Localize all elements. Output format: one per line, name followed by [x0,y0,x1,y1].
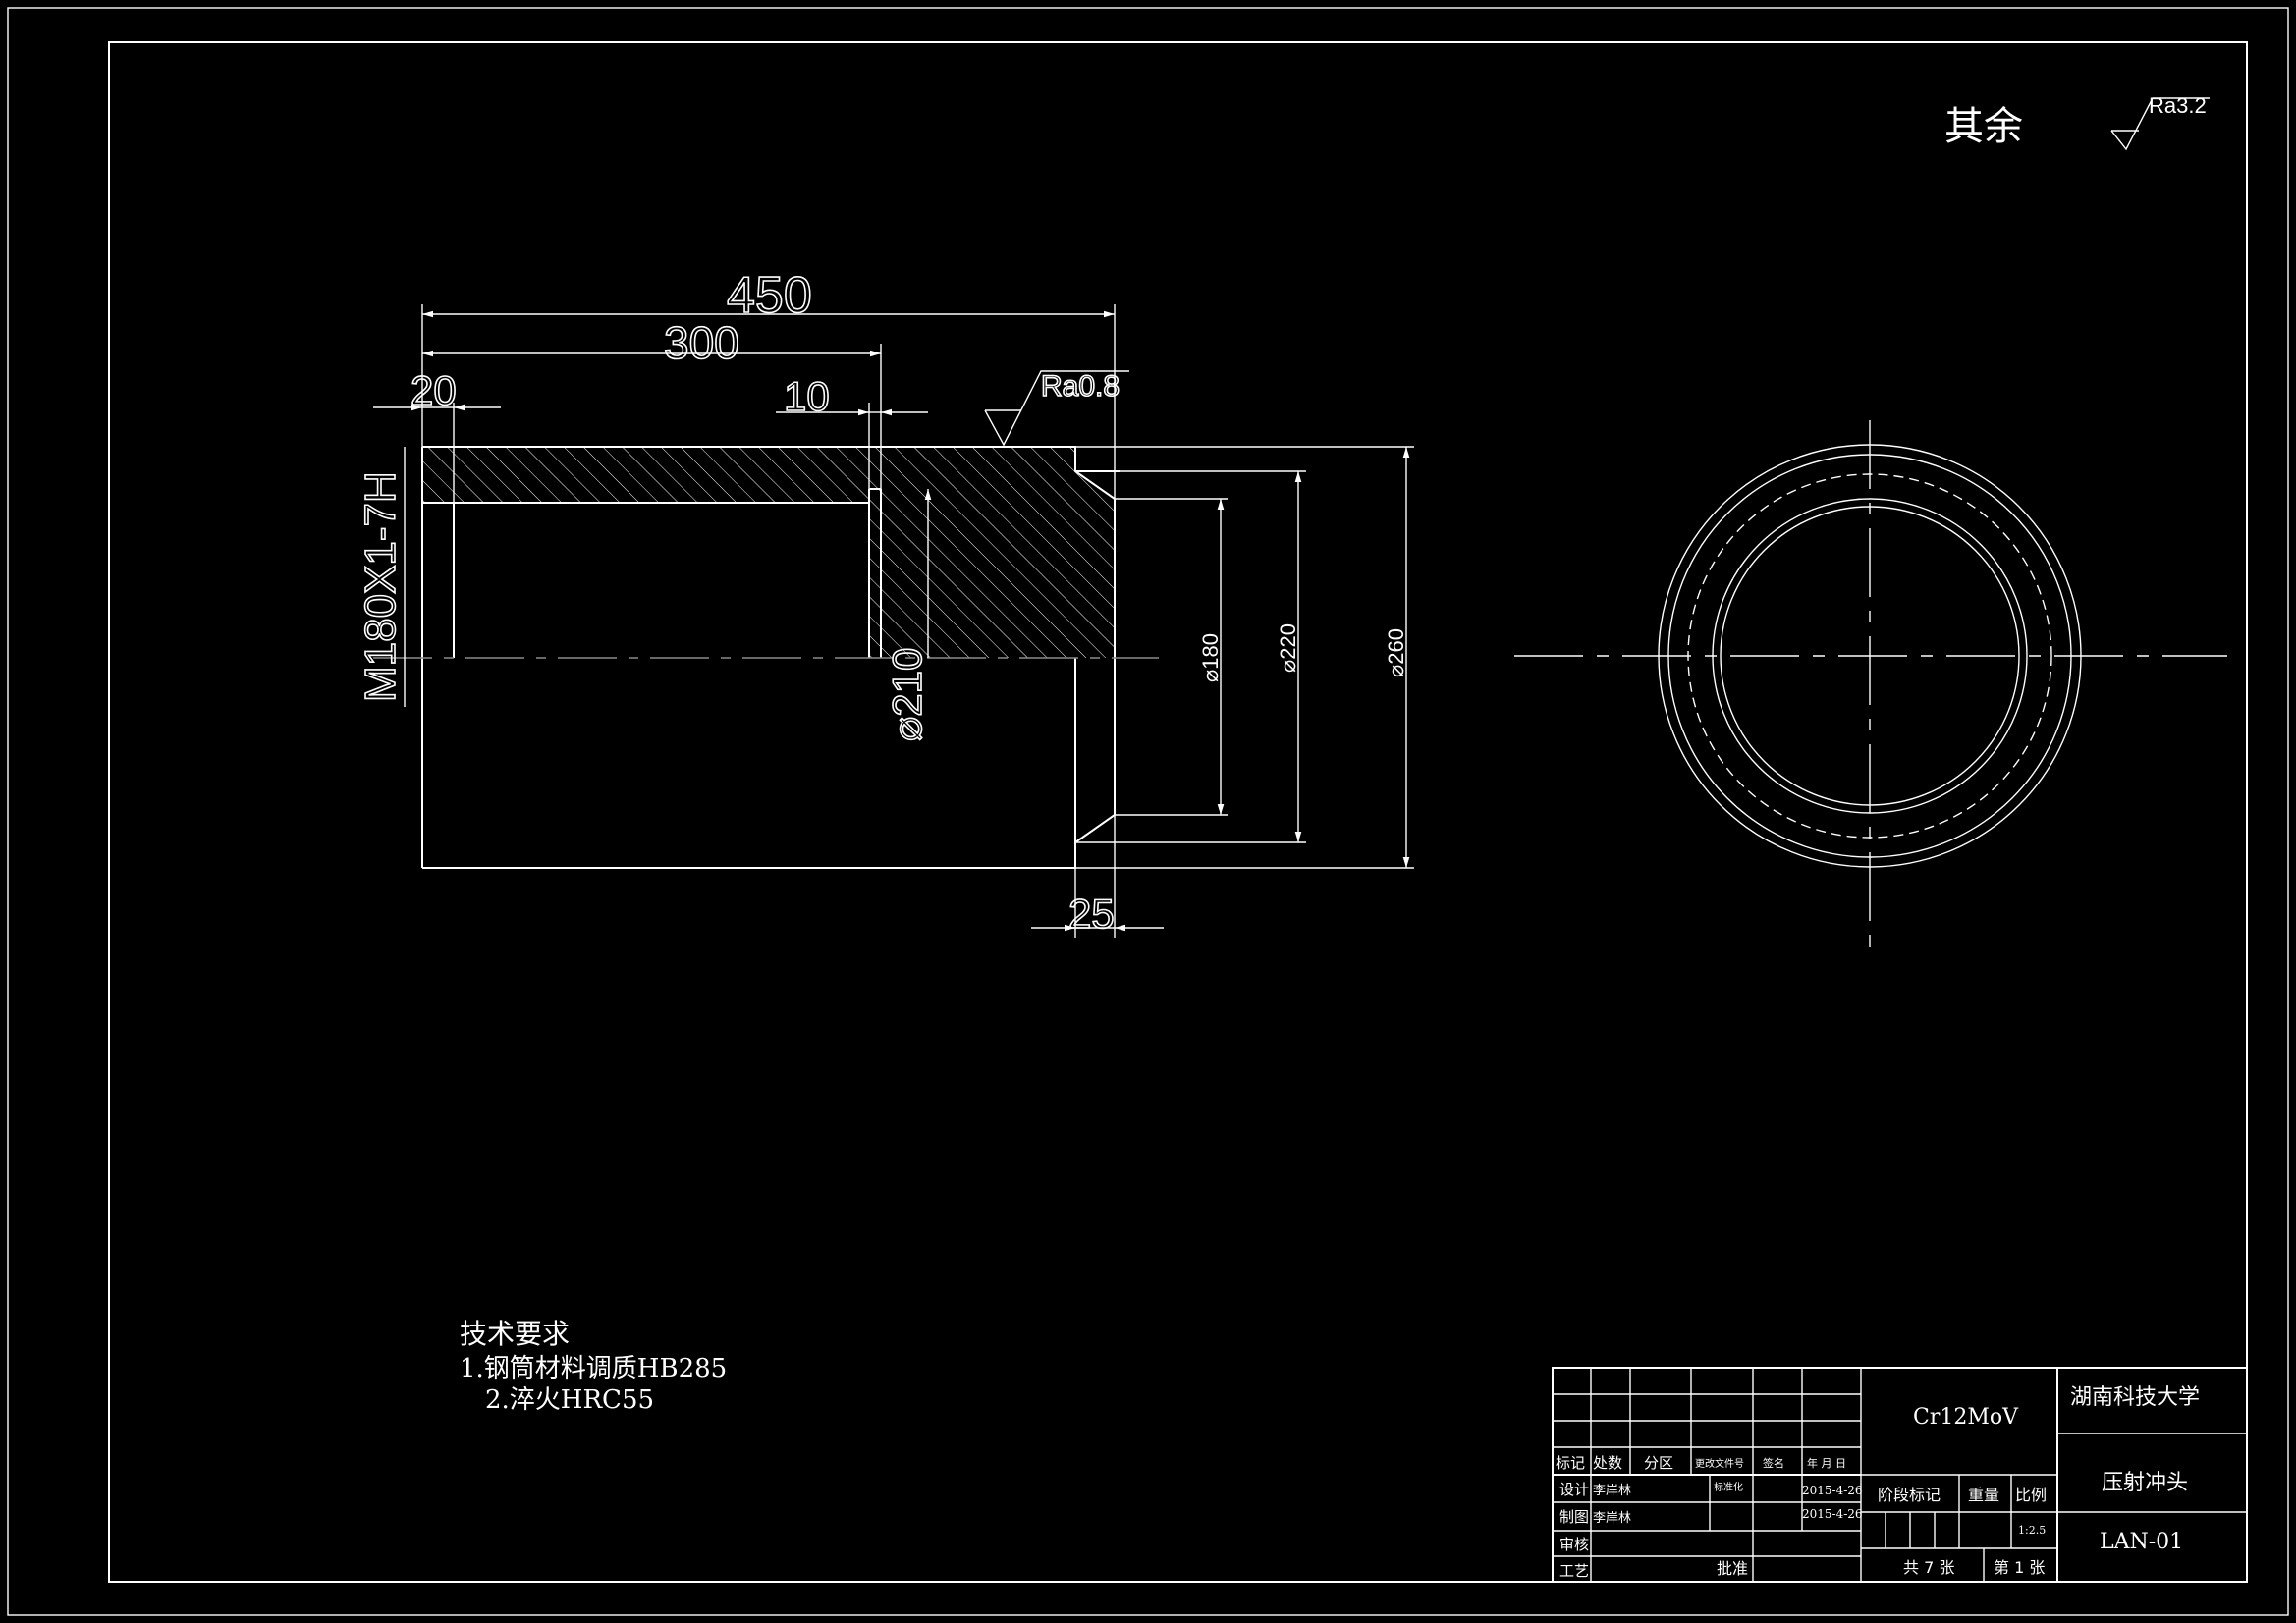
dim-dia-220: ⌀220 [1276,623,1300,673]
tech-item-1: 1.钢筒材料调质HB285 [460,1354,727,1383]
roughness-face: Ra0.8 [1041,370,1120,403]
part-name: 压射冲头 [2102,1471,2188,1495]
dim-dia-260: ⌀260 [1384,628,1408,677]
dim-dia-210: ⌀210 [884,648,930,741]
design-label: 设计 [1559,1481,1589,1498]
dim-25: 25 [1068,891,1115,937]
hatch-wall [422,447,869,503]
design-date: 2015-4-26 [1802,1484,1863,1497]
header-zone: 分区 [1644,1454,1673,1472]
sheet-border [7,7,2289,1616]
process-label: 工艺 [1559,1562,1589,1580]
tech-title: 技术要求 [460,1318,570,1350]
header-date: 年 月 日 [1807,1456,1846,1470]
scale-value: 1:2.5 [2018,1524,2046,1537]
dim-thread: M180X1-7H [356,471,405,702]
sheet-number: 第 1 张 [1994,1558,2045,1577]
review-label: 审核 [1559,1536,1589,1553]
header-change-doc: 更改文件号 [1695,1457,1744,1470]
dim-450: 450 [727,267,812,324]
rest-roughness-value: Ra3.2 [2149,93,2207,118]
title-block: Cr12MoV 湖南科技大学 压射冲头 LAN-01 标记 处数 分区 更改文件… [1552,1367,2248,1583]
header-mark: 标记 [1556,1454,1585,1472]
material: Cr12MoV [1913,1405,2019,1430]
standardize-label: 标准化 [1714,1481,1743,1493]
rest-label: 其余 [1944,104,2023,149]
dim-300: 300 [664,317,739,368]
dim-20: 20 [410,367,457,413]
section-view: 450 300 20 10 Ra0.8 M180X1-7H ⌀210 ⌀180 … [355,266,1414,938]
stage-label: 阶段标记 [1878,1486,1941,1504]
dim-dia-180: ⌀180 [1198,633,1223,682]
draw-date: 2015-4-26 [1802,1507,1863,1521]
end-view [1514,420,2227,957]
draw-name: 李岸林 [1593,1511,1631,1526]
dim-10: 10 [784,373,830,419]
scale-label: 比例 [2015,1486,2047,1504]
weight-label: 重量 [1968,1486,1999,1504]
header-count: 处数 [1593,1454,1622,1472]
general-roughness-note: 其余 Ra3.2 [1944,93,2210,151]
total-sheets: 共 7 张 [1903,1558,1954,1577]
hatch-head [869,447,1115,658]
draw-label: 制图 [1559,1508,1589,1526]
approve-label: 批准 [1717,1559,1748,1578]
header-sign: 签名 [1763,1456,1784,1470]
drawing-number: LAN-01 [2100,1530,2183,1554]
technical-requirements: 技术要求 1.钢筒材料调质HB285 2.淬火HRC55 [460,1318,727,1415]
university: 湖南科技大学 [2070,1385,2200,1410]
design-name: 李岸林 [1593,1484,1631,1498]
tech-item-2: 2.淬火HRC55 [485,1385,654,1415]
